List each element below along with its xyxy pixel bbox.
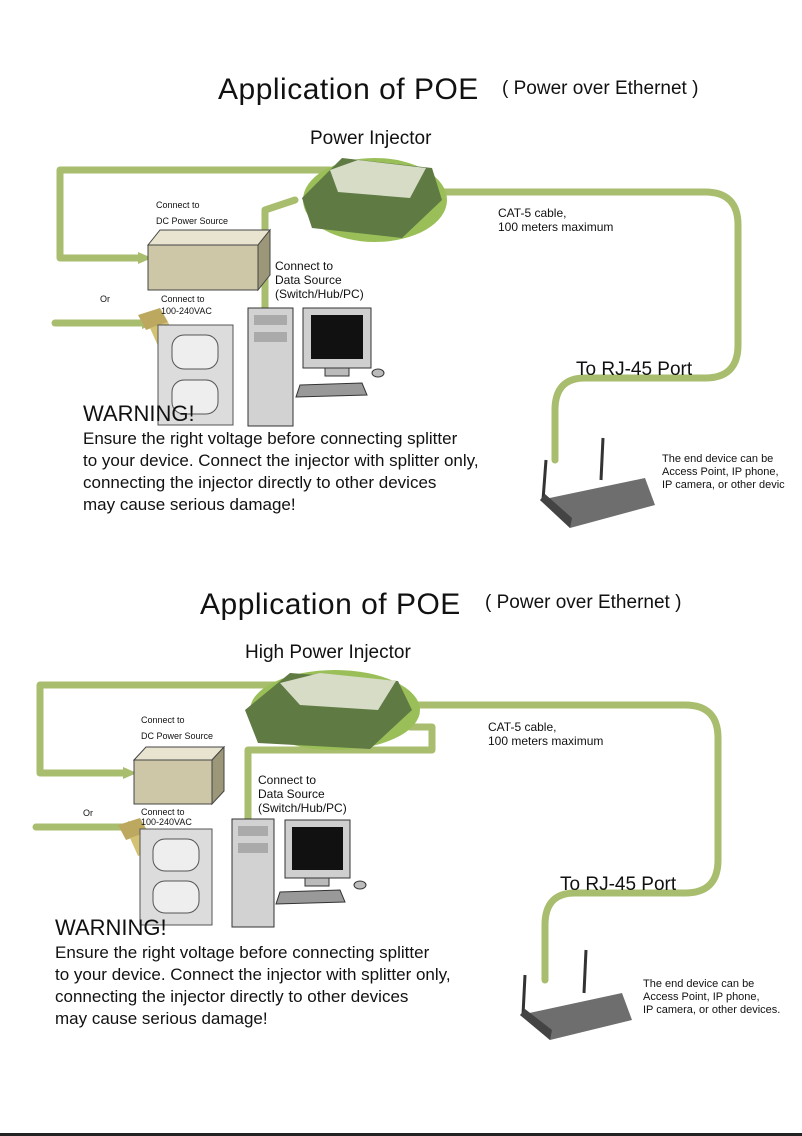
keyboard-icon [275, 889, 346, 905]
dc-power-supply-icon [132, 745, 226, 806]
pc-tower-icon [231, 818, 275, 928]
warning-text: may cause serious damage! [83, 495, 296, 514]
dc-power-supply-icon [146, 228, 272, 292]
end-device-label: The end device can be [643, 978, 755, 990]
poe-diagram-panel-1: Application of POE ( Power over Ethernet… [0, 40, 802, 540]
monitor-icon [302, 307, 372, 377]
mouse-icon [371, 368, 385, 378]
data-source-label: (Switch/Hub/PC) [275, 287, 364, 301]
cable-label: CAT-5 cable, [488, 720, 557, 734]
data-source-label: Connect to [258, 773, 317, 787]
warning-text: connecting the injector directly to othe… [83, 473, 437, 492]
data-source-cable [244, 723, 436, 824]
power-injector-icon [245, 670, 420, 750]
warning-title: WARNING! [55, 915, 167, 940]
warning-text: Ensure the right voltage before connecti… [55, 943, 430, 962]
injector-label: Power Injector [310, 128, 432, 149]
diagram-title: Application of POE [218, 73, 479, 106]
port-label: To RJ-45 Port [560, 874, 677, 895]
dc-label: DC Power Source [156, 216, 229, 226]
or-label: Or [83, 808, 93, 818]
dc-label: Connect to [141, 715, 185, 725]
poe-diagram-panel-2: Application of POE ( Power over Ethernet… [0, 555, 802, 1055]
warning-text: may cause serious damage! [55, 1009, 268, 1028]
keyboard-icon [295, 382, 368, 398]
ac-label: Connect to [141, 807, 185, 817]
or-label: Or [100, 294, 110, 304]
cat5-cable [416, 188, 742, 464]
end-device-label: IP camera, or other devic [662, 479, 785, 491]
pc-tower-icon [247, 307, 294, 427]
ac-label: Connect to [161, 294, 205, 304]
data-source-label: Connect to [275, 259, 334, 273]
diagram-subtitle: ( Power over Ethernet ) [485, 592, 682, 613]
ac-outlet-icon [157, 324, 234, 426]
cable-lines [51, 166, 742, 464]
dc-label: Connect to [156, 200, 200, 210]
router-icon [520, 949, 632, 1040]
cat5-cable [401, 701, 722, 984]
ac-outlet-icon [139, 828, 213, 926]
port-label: To RJ-45 Port [576, 359, 693, 380]
data-source-label: Data Source [258, 787, 325, 801]
end-device-label: The end device can be [662, 453, 774, 465]
ac-label: 100-240VAC [161, 306, 212, 316]
data-source-label: Data Source [275, 273, 342, 287]
monitor-icon [284, 819, 351, 887]
power-injector-icon [302, 158, 447, 242]
dc-label: DC Power Source [141, 731, 214, 741]
data-source-label: (Switch/Hub/PC) [258, 801, 347, 815]
warning-text: to your device. Connect the injector wit… [83, 451, 479, 470]
dc-power-cable [36, 681, 284, 777]
cable-label: 100 meters maximum [498, 220, 614, 234]
end-device-label: Access Point, IP phone, [643, 991, 760, 1003]
warning-title: WARNING! [83, 401, 195, 426]
dc-power-cable [56, 166, 334, 262]
arrow-icon [123, 767, 137, 779]
injector-label: High Power Injector [245, 642, 411, 663]
cable-label: 100 meters maximum [488, 734, 604, 748]
diagram-subtitle: ( Power over Ethernet ) [502, 78, 699, 99]
cable-lines [32, 681, 722, 984]
ac-label: 100-240VAC [141, 817, 192, 827]
diagram-title: Application of POE [200, 588, 461, 621]
router-icon [540, 437, 655, 528]
data-source-cable [261, 196, 299, 327]
warning-text: to your device. Connect the injector wit… [55, 965, 451, 984]
diagram-artwork [32, 670, 722, 1040]
warning-text: Ensure the right voltage before connecti… [83, 429, 458, 448]
end-device-label: IP camera, or other devices. [643, 1004, 781, 1016]
mouse-icon [353, 880, 367, 890]
warning-text: connecting the injector directly to othe… [55, 987, 409, 1006]
page-bottom-rule [0, 1133, 802, 1136]
diagram-artwork [51, 158, 742, 528]
arrow-icon [138, 252, 152, 264]
cable-label: CAT-5 cable, [498, 206, 567, 220]
end-device-label: Access Point, IP phone, [662, 466, 779, 478]
